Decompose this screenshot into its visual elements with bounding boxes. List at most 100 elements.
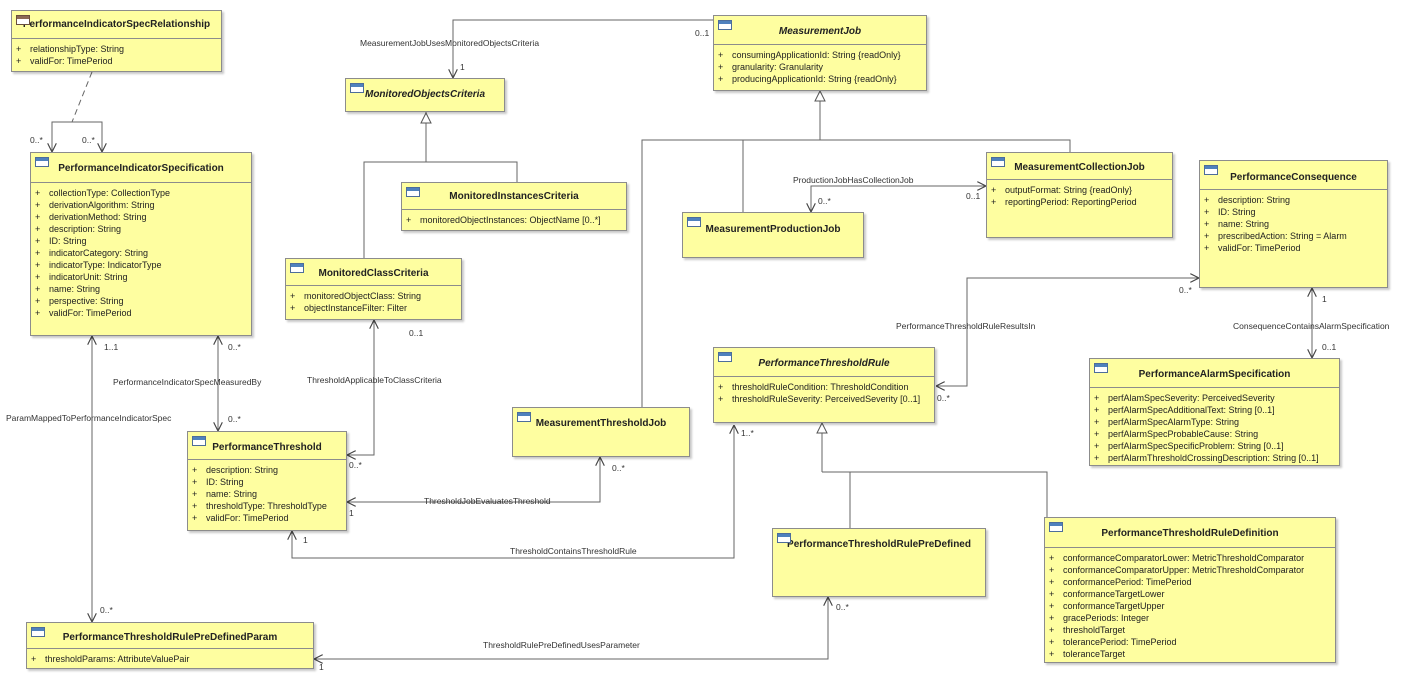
attribute-list: +description: String +ID: String +name: … <box>188 460 346 524</box>
attribute: +perspective: String <box>35 296 124 306</box>
attribute: +conformanceTargetLower <box>1049 589 1165 599</box>
multiplicity-label: 0..* <box>612 463 625 473</box>
results-in-line <box>936 278 1199 386</box>
attribute-list: +relationshipType: String +validFor: Tim… <box>12 39 221 67</box>
attribute: +thresholdRuleSeverity: PerceivedSeverit… <box>718 394 921 404</box>
attribute: +validFor: TimePeriod <box>1204 243 1301 253</box>
attribute: +description: String <box>1204 195 1291 205</box>
class-icon <box>1204 165 1218 175</box>
class-icon <box>687 217 701 227</box>
class-header: PerformanceThresholdRulePreDefinedParam <box>27 623 313 648</box>
attribute-list: +consumingApplicationId: String {readOnl… <box>714 45 926 85</box>
class-icon <box>718 20 732 30</box>
class-name: MeasurementJob <box>778 26 862 37</box>
attribute: +validFor: TimePeriod <box>16 56 113 66</box>
class-monitored-instances-criteria[interactable]: MonitoredInstancesCriteria +monitoredObj… <box>401 182 627 231</box>
association-class-icon <box>16 15 30 25</box>
class-name: MeasurementProductionJob <box>705 224 841 235</box>
class-performance-indicator-spec-relationship[interactable]: PerformanceIndicatorSpecRelationship +re… <box>11 10 222 72</box>
class-icon <box>718 352 732 362</box>
association-label: PerformanceIndicatorSpecMeasuredBy <box>113 377 262 387</box>
class-performance-threshold-rule-pre-defined[interactable]: PerformanceThresholdRulePreDefined <box>772 528 986 597</box>
class-icon <box>31 627 45 637</box>
multiplicity-label: 0..1 <box>695 28 710 38</box>
class-icon <box>35 157 49 167</box>
class-performance-indicator-specification[interactable]: PerformanceIndicatorSpecification +colle… <box>30 152 252 336</box>
applicable-criteria-line <box>347 320 374 455</box>
attribute-list: +outputFormat: String {readOnly} +report… <box>987 180 1172 208</box>
class-name: MonitoredObjectsCriteria <box>364 89 486 100</box>
multiplicity-label: 0..* <box>818 196 831 206</box>
contains-rule-line <box>292 425 734 559</box>
attribute: +name: String <box>192 489 258 499</box>
class-header: PerformanceThreshold <box>188 432 346 459</box>
class-performance-threshold[interactable]: PerformanceThreshold +description: Strin… <box>187 431 347 531</box>
attribute-list: +monitoredObjectInstances: ObjectName [0… <box>402 210 626 226</box>
attribute-list: +collectionType: CollectionType +derivat… <box>31 183 251 319</box>
multiplicity-label: 0..* <box>228 414 241 424</box>
class-performance-alarm-specification[interactable]: PerformanceAlarmSpecification +perfAlamS… <box>1089 358 1340 466</box>
class-performance-threshold-rule-definition[interactable]: PerformanceThresholdRuleDefinition +conf… <box>1044 517 1336 663</box>
multiplicity-label: 0..1 <box>1322 342 1337 352</box>
attribute-list: +thresholdParams: AttributeValuePair <box>27 649 313 665</box>
attribute: +name: String <box>1204 219 1270 229</box>
multiplicity-label: 0..1 <box>966 191 981 201</box>
attribute: +perfAlarmSpecProbableCause: String <box>1094 429 1259 439</box>
attribute: +name: String <box>35 284 101 294</box>
class-icon <box>192 436 206 446</box>
class-header: PerformanceThresholdRule <box>714 348 934 376</box>
class-monitored-objects-criteria[interactable]: MonitoredObjectsCriteria <box>345 78 505 112</box>
class-measurement-collection-job[interactable]: MeasurementCollectionJob +outputFormat: … <box>986 152 1173 238</box>
class-header: MeasurementCollectionJob <box>987 153 1172 179</box>
attribute: +relationshipType: String <box>16 44 125 54</box>
class-performance-consequence[interactable]: PerformanceConsequence +description: Str… <box>1199 160 1388 288</box>
attribute: +producingApplicationId: String {readOnl… <box>718 74 897 84</box>
class-icon <box>777 533 791 543</box>
attribute: +objectInstanceFilter: Filter <box>290 303 408 313</box>
association-label: ParamMappedToPerformanceIndicatorSpec <box>6 413 172 423</box>
class-name: PerformanceAlarmSpecification <box>1138 369 1291 380</box>
multiplicity-label: 0..* <box>82 135 95 145</box>
attribute: +prescribedAction: String = Alarm <box>1204 231 1347 241</box>
association-label: ThresholdApplicableToClassCriteria <box>307 375 442 385</box>
class-monitored-class-criteria[interactable]: MonitoredClassCriteria +monitoredObjectC… <box>285 258 462 320</box>
attribute: +thresholdParams: AttributeValuePair <box>31 654 190 664</box>
attribute: +indicatorType: IndicatorType <box>35 260 162 270</box>
multiplicity-label: 0..* <box>349 460 362 470</box>
class-icon <box>1049 522 1063 532</box>
production-collection-line <box>811 186 986 212</box>
attribute: +perfAlarmSpecAdditionalText: String [0.… <box>1094 405 1275 415</box>
attribute: +perfAlarmSpecAlarmType: String <box>1094 417 1240 427</box>
attribute: +perfAlamSpecSeverity: PerceivedSeverity <box>1094 393 1275 403</box>
class-measurement-job[interactable]: MeasurementJob +consumingApplicationId: … <box>713 15 927 91</box>
spec-relationship-dashed-link <box>71 71 93 123</box>
class-measurement-threshold-job[interactable]: MeasurementThresholdJob <box>512 407 690 457</box>
attribute: +conformanceComparatorUpper: MetricThres… <box>1049 565 1305 575</box>
class-name: MeasurementCollectionJob <box>1014 162 1145 173</box>
class-performance-threshold-rule[interactable]: PerformanceThresholdRule +thresholdRuleC… <box>713 347 935 423</box>
multiplicity-label: 0..* <box>30 135 43 145</box>
class-performance-threshold-rule-pre-defined-param[interactable]: PerformanceThresholdRulePreDefinedParam … <box>26 622 314 669</box>
attribute: +validFor: TimePeriod <box>35 308 132 318</box>
class-header: PerformanceThresholdRulePreDefined <box>773 529 985 559</box>
attribute-list: +perfAlamSpecSeverity: PerceivedSeverity… <box>1090 388 1339 464</box>
attribute: +collectionType: CollectionType <box>35 188 171 198</box>
attribute: +tolerancePeriod: TimePeriod <box>1049 637 1177 647</box>
association-label: ThresholdContainsThresholdRule <box>510 546 637 556</box>
association-label: MeasurementJobUsesMonitoredObjectsCriter… <box>360 38 540 48</box>
multiplicity-label: 1 <box>460 62 465 72</box>
attribute: +conformanceComparatorLower: MetricThres… <box>1049 553 1305 563</box>
multiplicity-label: 1 <box>349 508 354 518</box>
uses-parameter-line <box>314 597 828 659</box>
class-header: PerformanceIndicatorSpecification <box>31 153 251 182</box>
class-header: PerformanceIndicatorSpecRelationship <box>12 11 221 38</box>
class-header: MeasurementProductionJob <box>683 213 863 245</box>
multiplicity-label: 1 <box>1322 294 1327 304</box>
class-header: MeasurementThresholdJob <box>513 408 689 438</box>
class-name: PerformanceIndicatorSpecification <box>58 163 224 174</box>
class-name: PerformanceConsequence <box>1230 172 1357 183</box>
attribute-list: +conformanceComparatorLower: MetricThres… <box>1045 548 1335 660</box>
class-measurement-production-job[interactable]: MeasurementProductionJob <box>682 212 864 258</box>
class-name: MonitoredInstancesCriteria <box>449 191 579 202</box>
attribute: +toleranceTarget <box>1049 649 1126 659</box>
